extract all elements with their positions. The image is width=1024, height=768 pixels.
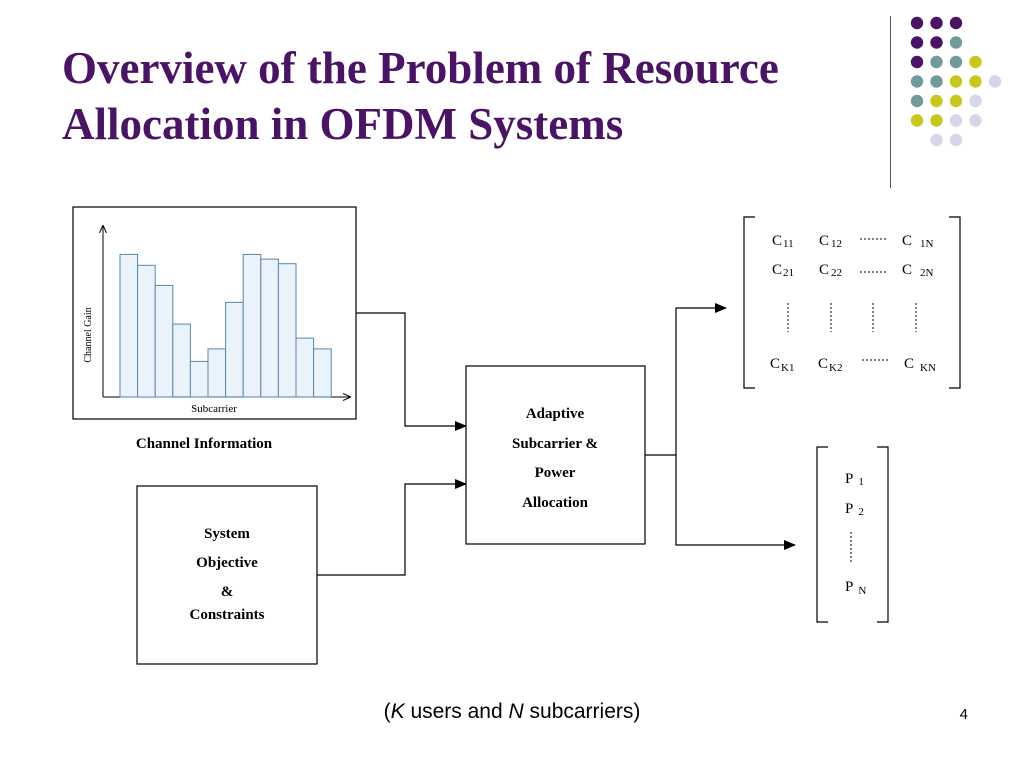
caption-k: K (390, 700, 405, 723)
p-vector-left-bracket (816, 446, 828, 623)
channel-bar (154, 284, 174, 398)
c-matrix-right-bracket (949, 216, 961, 389)
channel-x-label: Subcarrier (191, 403, 237, 415)
channel-bar (137, 264, 156, 398)
channel-bar (189, 360, 209, 398)
objective-line-2: Objective (196, 555, 258, 571)
channel-info-caption: Channel Information (136, 436, 273, 452)
channel-bar (277, 263, 297, 398)
channel-bar (172, 323, 191, 398)
objective-line-3: & (221, 584, 234, 600)
system-objective-frame (136, 485, 318, 665)
channel-bar (313, 348, 332, 398)
connector-objective-to-allocation (317, 479, 467, 576)
channel-bar (225, 301, 244, 398)
connector-allocation-to-c-matrix (645, 303, 727, 456)
connector-channel-to-allocation (356, 312, 467, 431)
slide-title: Overview of the Problem of Resource Allo… (62, 40, 882, 152)
channel-bars (119, 253, 332, 398)
c-matrix-entry: C21 (772, 262, 794, 279)
system-objective-box: System Objective & Constraints (136, 485, 318, 665)
channel-bar (207, 348, 227, 398)
title-line-2: Allocation in OFDM Systems (62, 99, 624, 149)
objective-line-1: System (204, 526, 250, 542)
c-matrix-left-bracket (743, 216, 755, 389)
page-number: 4 (959, 706, 968, 723)
c-matrix-entry: CK1 (770, 356, 794, 374)
channel-bar (119, 253, 139, 398)
c-matrix-entry: C11 (772, 233, 794, 250)
allocation-line-3: Power (535, 465, 576, 481)
slide-caption: (K users and N subcarriers) (383, 700, 641, 723)
connector-allocation-to-p-vector (675, 455, 796, 550)
p-vector-right-bracket (877, 446, 889, 623)
channel-y-label: Channel Gain (83, 307, 94, 362)
adaptive-allocation-box: Adaptive Subcarrier & Power Allocation (465, 365, 646, 545)
channel-bar (260, 258, 279, 398)
allocation-line-1: Adaptive (526, 406, 585, 422)
decorative-divider-line (890, 16, 891, 188)
adaptive-allocation-frame (465, 365, 646, 545)
allocation-line-4: Allocation (522, 495, 588, 511)
title-line-1: Overview of the Problem of Resource (62, 43, 779, 93)
channel-gain-chart: Channel Gain Subcarrier (72, 206, 357, 420)
caption-n: N (508, 700, 524, 723)
channel-bar (295, 337, 315, 398)
objective-line-4: Constraints (189, 607, 264, 623)
allocation-line-2: Subcarrier & (512, 436, 598, 452)
channel-bar (242, 253, 262, 398)
allocation-diagram: Channel Gain Subcarrier Channel Informat… (72, 206, 961, 665)
c-matrix-entry: CK2 (818, 356, 842, 374)
